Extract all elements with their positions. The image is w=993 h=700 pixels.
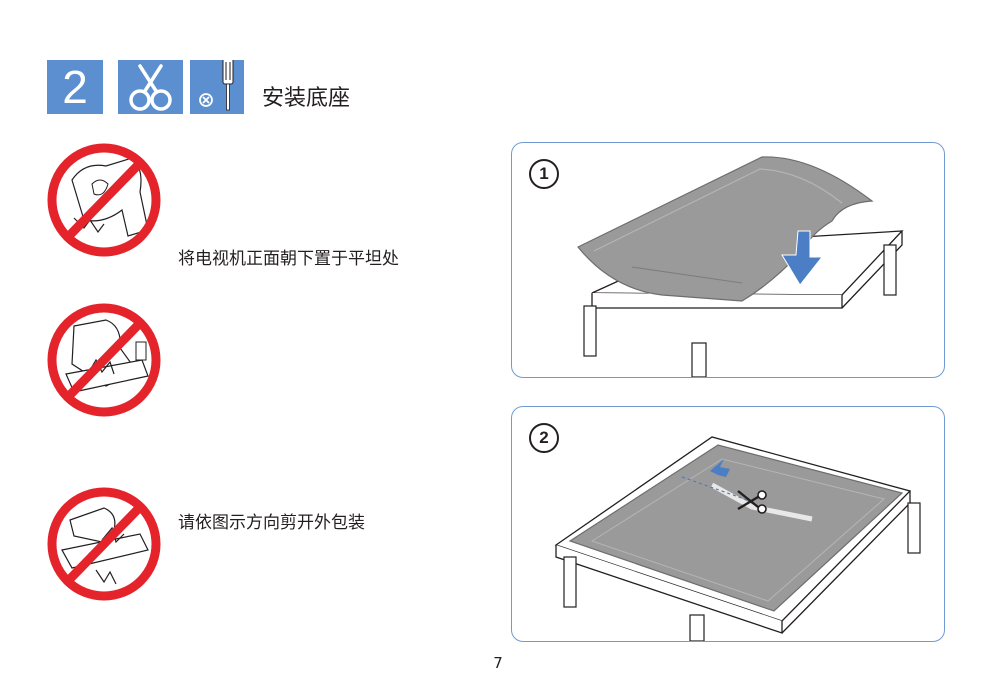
no-press-screen-icon [47, 303, 161, 417]
step-title: 安装底座 [262, 86, 351, 111]
warning-no-face-up [44, 140, 164, 264]
panel-step-number: 2 [529, 423, 559, 453]
tv-on-table-illustration [577, 156, 904, 377]
warning-no-cut-screen [44, 484, 164, 608]
warning-text-face-down: 将电视机正面朝下置于平坦处 [178, 249, 399, 269]
cut-packaging-illustration [554, 436, 921, 641]
page-number: 7 [493, 654, 503, 672]
no-face-up-icon [47, 143, 161, 257]
screwdriver-icon [199, 57, 234, 111]
panel-step-number: 1 [529, 159, 559, 189]
no-cut-screen-icon [47, 487, 161, 601]
scissors-icon [129, 64, 172, 111]
scissors-tool-box [118, 60, 183, 114]
warning-no-press-screen [44, 300, 164, 424]
screwdriver-tool-box [190, 57, 244, 114]
illustration-panel-2: 2 [511, 406, 945, 642]
warning-text-cut-packaging: 请依图示方向剪开外包装 [178, 513, 365, 533]
illustration-panel-1: 1 [511, 142, 945, 378]
step-number-badge: 2 [47, 60, 103, 114]
